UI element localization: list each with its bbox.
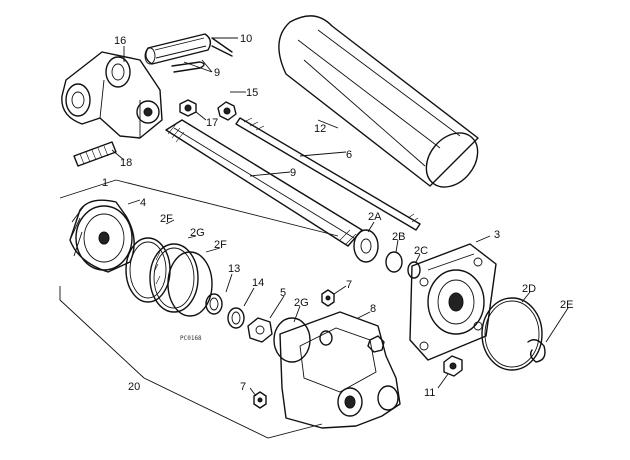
part-2E-snap-ring [527, 339, 546, 363]
part-2F-backup-ring-b [167, 251, 213, 317]
part-2G-seal-clevis [273, 317, 311, 363]
label-2G-a: 2G [190, 227, 205, 239]
label-18: 18 [120, 157, 132, 169]
label-1: 1 [102, 177, 108, 189]
label-2B: 2B [392, 231, 405, 243]
label-20: 20 [128, 381, 140, 393]
part-8-clevis-bracket [279, 311, 401, 429]
part-6-tie-rod [235, 117, 421, 231]
label-17: 17 [206, 117, 218, 129]
part-2D-oring [481, 297, 543, 371]
part-9-piston-rod [165, 119, 363, 247]
part-10-pin-sleeve [144, 33, 233, 65]
label-13: 13 [228, 263, 240, 275]
part-13-washer [205, 293, 223, 315]
label-16: 16 [114, 35, 126, 47]
label-2C: 2C [414, 245, 428, 257]
label-3: 3 [494, 229, 500, 241]
part-2B-seal [385, 251, 403, 273]
part-2A-piston [353, 229, 379, 263]
part-14-washer [227, 307, 245, 329]
leader-lines [59, 37, 569, 439]
label-15: 15 [246, 87, 258, 99]
part-11-nut [443, 355, 463, 377]
label-7-top: 7 [346, 279, 352, 291]
label-2G-b: 2G [294, 297, 309, 309]
part-17-nut [179, 99, 197, 117]
label-9-pin: 9 [214, 67, 220, 79]
part-16-rod-end-yoke [61, 51, 163, 139]
label-2F-a: 2F [160, 213, 173, 225]
part-5-hex-nut [247, 317, 273, 343]
label-10: 10 [240, 33, 252, 45]
part-15-nut [217, 101, 237, 121]
label-4: 4 [140, 197, 146, 209]
figure-code: PC0168 [180, 335, 202, 342]
part-4-gland [69, 199, 135, 273]
part-7-fitting-top [321, 289, 335, 307]
label-12: 12 [314, 123, 326, 135]
label-2A: 2A [368, 211, 382, 223]
part-labels: 16 10 9 15 17 12 18 6 9 1 4 2F 2G 2F 2A … [102, 33, 573, 399]
label-9-rod: 9 [290, 167, 296, 179]
part-12-cylinder-tube [278, 15, 479, 188]
label-7-bottom: 7 [240, 381, 246, 393]
part-2C-oring [407, 261, 421, 279]
part-7-fitting-bottom [253, 391, 267, 409]
label-8: 8 [370, 303, 376, 315]
label-14: 14 [252, 277, 264, 289]
part-18-threaded-stud [73, 141, 117, 167]
label-2F-b: 2F [214, 239, 227, 251]
part-2G-seal-ring [149, 243, 199, 313]
label-6: 6 [346, 149, 352, 161]
part-3-end-cap [409, 243, 497, 361]
label-5: 5 [280, 287, 286, 299]
label-2D: 2D [522, 283, 536, 295]
label-11: 11 [424, 387, 435, 399]
label-2E: 2E [560, 299, 573, 311]
